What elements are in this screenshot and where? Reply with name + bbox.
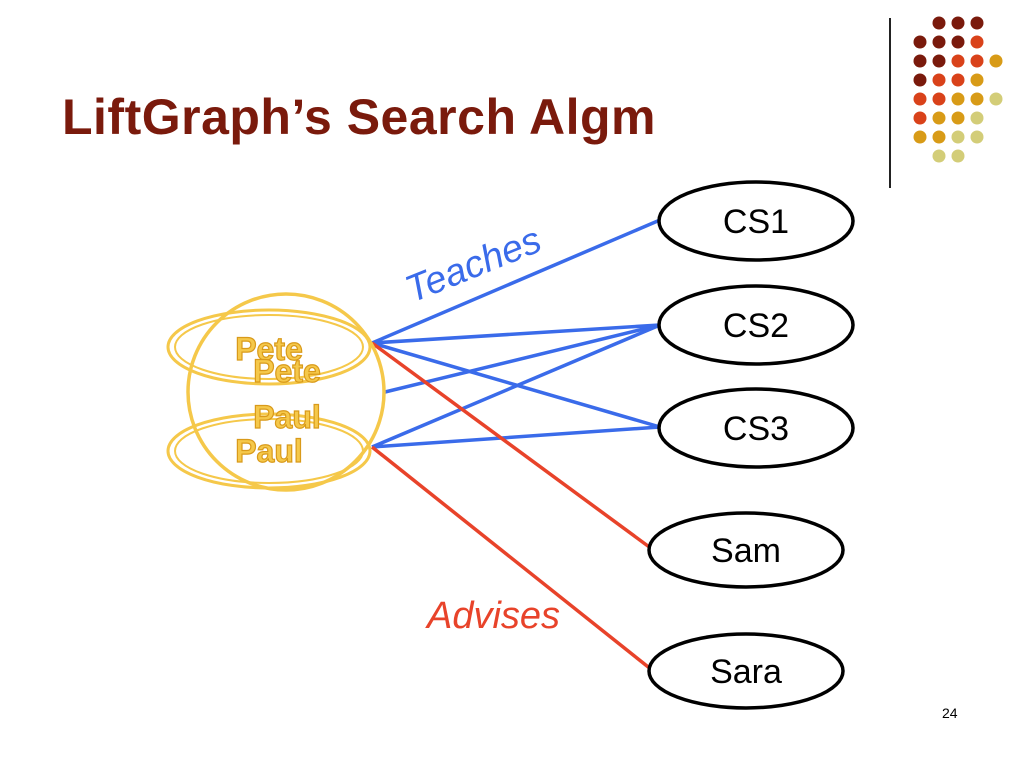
edge-pete-cs1 (371, 218, 661, 345)
pete-label: Pete (235, 331, 303, 367)
sara-label: Sara (710, 653, 782, 691)
edge-pete-sam (370, 341, 654, 551)
target-nodes (647, 180, 855, 710)
edge-paul-cs2 (371, 323, 661, 449)
page-number: 24 (942, 705, 958, 721)
teaches-label: Teaches (400, 219, 548, 311)
edge-pete-cs2 (371, 323, 661, 345)
cs1-node (657, 180, 855, 262)
merged-pete-label: Pete (253, 353, 321, 389)
pete-node (166, 308, 372, 386)
header-divider (889, 18, 891, 188)
cs2-label: CS2 (723, 307, 789, 345)
cs3-node (657, 387, 855, 469)
cs2-node (657, 284, 855, 366)
paul-label: Paul (235, 433, 303, 469)
advises-edges (370, 341, 654, 672)
edge-merged-cs2 (384, 323, 661, 394)
merged-paul-label: Paul (253, 399, 321, 435)
advises-label: Advises (425, 595, 560, 637)
edge-paul-cs3 (371, 425, 661, 449)
sam-node (647, 511, 845, 589)
sara-node (647, 632, 845, 710)
slide-title: LiftGraph’s Search Algm (62, 89, 657, 145)
person-nodes (166, 292, 386, 492)
cs3-label: CS3 (723, 410, 789, 448)
pete-node-outline (174, 314, 364, 380)
edge-paul-sara (370, 445, 654, 672)
merged-node (186, 292, 386, 492)
sam-label: Sam (711, 532, 781, 570)
teaches-edges (371, 218, 661, 449)
cs1-label: CS1 (723, 203, 789, 241)
